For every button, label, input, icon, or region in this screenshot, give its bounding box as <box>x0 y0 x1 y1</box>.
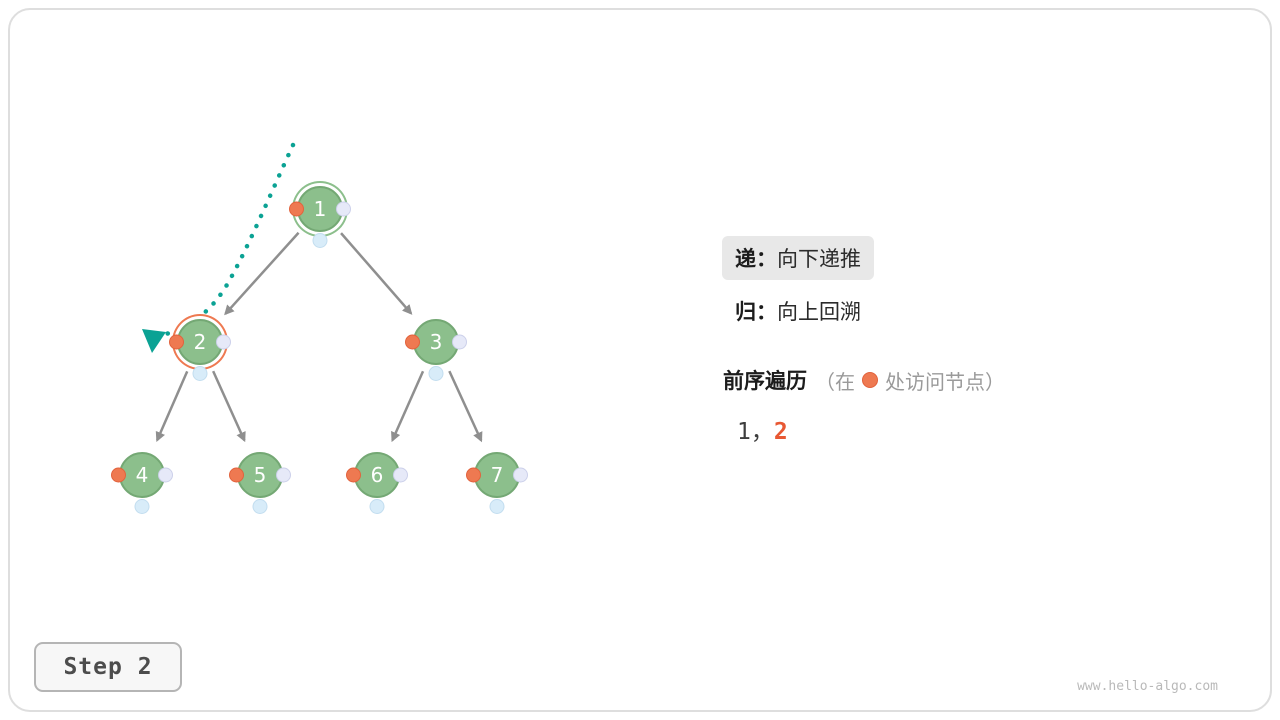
legend-traversal: 前序遍历 （在 处访问节点） <box>723 365 1005 395</box>
tree-edge-1-2 <box>224 231 300 316</box>
traversal-path-arrowhead <box>142 329 166 353</box>
preorder-visit-dot <box>111 467 126 483</box>
postorder-visit-dot <box>336 201 351 217</box>
watermark: www.hello-algo.com <box>1077 679 1218 694</box>
inorder-visit-dot <box>134 499 150 514</box>
inorder-visit-dot <box>369 499 385 514</box>
inorder-visit-dot <box>489 499 505 514</box>
postorder-visit-dot <box>158 467 173 483</box>
step-badge-label: Step 2 <box>63 654 153 680</box>
tree-node-6: 6 <box>346 452 408 514</box>
legend-return-keyword: 归： <box>735 300 777 324</box>
inorder-visit-dot <box>192 366 208 381</box>
postorder-visit-dot <box>452 334 467 350</box>
node-value: 2 <box>193 330 207 354</box>
tree-edge-1-3 <box>340 232 413 315</box>
tree-node-4: 4 <box>111 452 173 514</box>
postorder-visit-dot <box>513 467 528 483</box>
legend-traversal-title: 前序遍历 <box>723 369 807 393</box>
preorder-visit-dot <box>405 334 420 350</box>
postorder-visit-dot <box>276 467 291 483</box>
tree-node-7: 7 <box>466 452 528 514</box>
node-value: 1 <box>313 197 327 221</box>
preorder-visit-dot <box>289 201 304 217</box>
preorder-visit-dot <box>229 467 244 483</box>
legend-return-text: 向上回溯 <box>777 300 861 324</box>
preorder-visit-dot <box>346 467 361 483</box>
tree-edge-3-6 <box>391 370 425 443</box>
preorder-visit-dot <box>169 334 184 350</box>
node-value: 4 <box>135 463 149 487</box>
traversal-sequence: 1，2 <box>737 412 788 446</box>
node-value: 5 <box>253 463 267 487</box>
postorder-visit-dot <box>216 334 231 350</box>
preorder-visit-dot-legend-icon <box>862 372 878 388</box>
tree-node-5: 5 <box>229 452 291 514</box>
legend-recurse: 递：向下递推 <box>722 236 874 280</box>
tree-edge-3-7 <box>448 370 483 443</box>
postorder-visit-dot <box>393 467 408 483</box>
tree-edge-2-5 <box>212 370 246 443</box>
legend-recurse-text: 向下递推 <box>777 247 861 271</box>
sequence-current-value: 2 <box>773 419 788 445</box>
node-value: 6 <box>370 463 384 487</box>
tree-node-3: 3 <box>405 319 467 381</box>
tree-edge-2-4 <box>155 370 189 443</box>
node-value: 3 <box>429 330 443 354</box>
sequence-visited-values: 1， <box>737 419 774 445</box>
preorder-visit-dot <box>466 467 481 483</box>
legend-return: 归：向上回溯 <box>722 289 874 333</box>
tree-node-1: 1 <box>289 186 351 248</box>
tree-node-2: 2 <box>169 319 231 381</box>
inorder-visit-dot <box>252 499 268 514</box>
legend-traversal-post-text: 处访问节点） <box>885 369 1005 394</box>
traversal-path-dotted <box>163 142 296 337</box>
legend-traversal-pre-text: （在 <box>815 369 855 394</box>
legend-recurse-keyword: 递： <box>735 247 777 271</box>
inorder-visit-dot <box>428 366 444 381</box>
inorder-visit-dot <box>312 233 328 248</box>
node-value: 7 <box>490 463 504 487</box>
step-badge: Step 2 <box>34 642 182 692</box>
